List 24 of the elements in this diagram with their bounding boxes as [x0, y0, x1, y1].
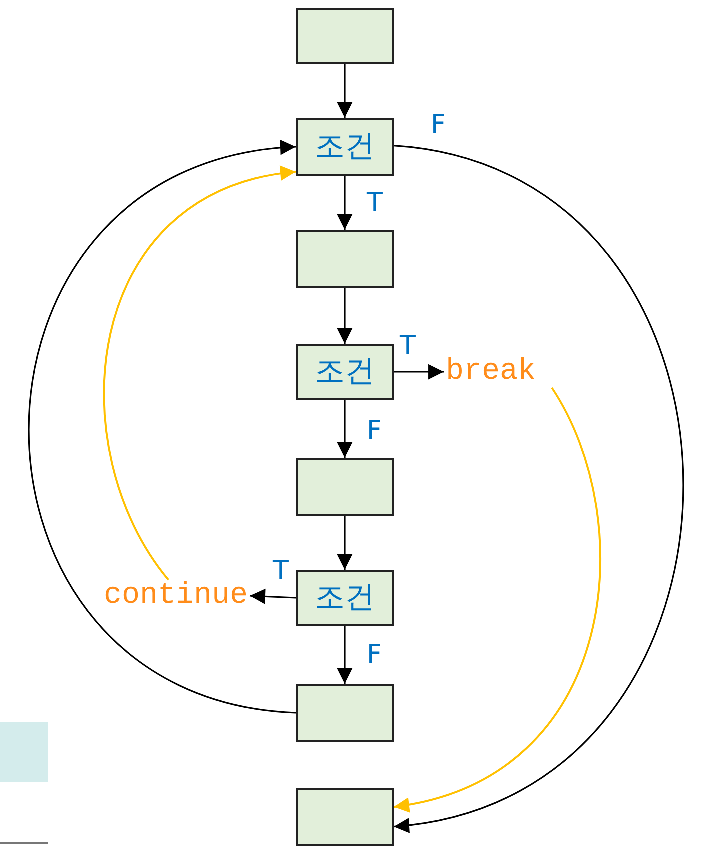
arrow	[337, 288, 353, 344]
condition-text: 조건	[315, 583, 375, 613]
process-box	[296, 230, 394, 288]
condition-box	[296, 570, 394, 626]
process-box	[296, 458, 394, 516]
arrow	[250, 588, 296, 604]
arrow	[337, 400, 353, 458]
arrow	[394, 388, 602, 812]
process-box	[296, 8, 394, 64]
arrow	[104, 167, 296, 581]
arrow	[28, 142, 296, 714]
arrow	[337, 64, 353, 118]
condition-text: 조건	[315, 357, 375, 387]
condition-box	[296, 344, 394, 400]
arrow	[337, 516, 353, 570]
keyword-label: continue	[102, 580, 250, 612]
process-box	[296, 788, 394, 846]
arrow	[394, 364, 444, 380]
arrow	[337, 626, 353, 684]
arrow	[337, 176, 353, 230]
condition-text: 조건	[315, 132, 375, 162]
keyword-label: break	[444, 356, 538, 388]
process-box	[296, 684, 394, 742]
condition-box	[296, 118, 394, 176]
